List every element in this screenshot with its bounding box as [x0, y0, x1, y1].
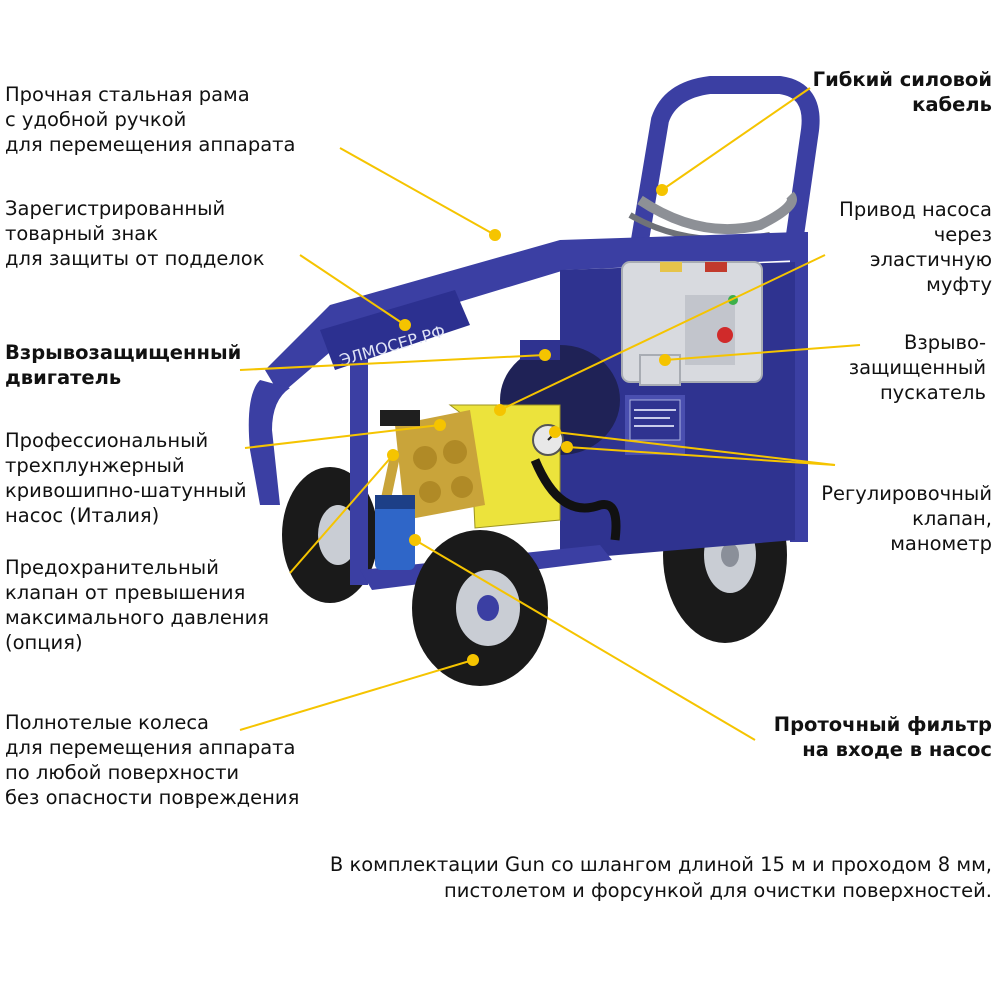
- callout-pump-line: трехплунжерный: [5, 454, 185, 477]
- callout-regulator-line: Регулировочный: [821, 482, 992, 505]
- callout-frame-line: для перемещения аппарата: [5, 133, 296, 156]
- callout-safety-valve-line: клапан от превышения: [5, 581, 246, 604]
- callout-coupling-line: эластичную: [869, 248, 992, 271]
- callout-wheels-line: по любой поверхности: [5, 761, 240, 784]
- callout-regulator-line: клапан,: [912, 507, 992, 530]
- callout-starter-line: защищенный: [848, 356, 986, 379]
- callout-trademark: Зарегистрированный товарный знак для защ…: [5, 196, 265, 271]
- callout-safety-valve: Предохранительный клапан от превышения м…: [5, 555, 269, 655]
- callout-coupling-line: муфту: [926, 273, 992, 296]
- callout-coupling-line: через: [933, 223, 992, 246]
- package-contents-note: В комплектации Gun со шлангом длиной 15 …: [330, 852, 992, 904]
- callout-safety-valve-line: (опция): [5, 631, 83, 654]
- red-stop-button-icon: [717, 327, 733, 343]
- callout-pump-line: насос (Италия): [5, 504, 160, 527]
- info-sticker: [629, 399, 681, 441]
- callout-coupling-line: Привод насоса: [839, 198, 992, 221]
- callout-motor: Взрывозащищенный двигатель: [5, 340, 241, 390]
- triplex-pump: [380, 410, 485, 520]
- callout-pump-line: кривошипно-шатунный: [5, 479, 247, 502]
- starter-box: [621, 261, 763, 386]
- package-contents-line: пистолетом и форсункой для очистки повер…: [444, 879, 992, 902]
- callout-wheels-line: Полнотелые колеса: [5, 711, 209, 734]
- callout-regulator: Регулировочный клапан, манометр: [821, 481, 992, 556]
- inlet-filter: [375, 495, 415, 570]
- callout-lines: [239, 87, 861, 741]
- package-contents-line: В комплектации Gun со шлангом длиной 15 …: [329, 853, 992, 876]
- callout-cable-line: кабель: [912, 93, 992, 116]
- power-cable: [637, 191, 797, 235]
- callout-filter-line: Проточный фильтр: [773, 713, 992, 736]
- callout-frame-line: с удобной ручкой: [5, 108, 187, 131]
- callout-cable-line: Гибкий силовой: [812, 68, 992, 91]
- frame-posts: [248, 380, 290, 505]
- callout-starter: Взрыво- защищенный пускатель: [849, 330, 986, 405]
- callout-frame-line: Прочная стальная рама: [5, 83, 250, 106]
- callout-safety-valve-line: максимального давления: [5, 606, 270, 629]
- hose: [530, 458, 621, 541]
- callout-regulator-line: манометр: [890, 532, 992, 555]
- callout-safety-valve-line: Предохранительный: [5, 556, 219, 579]
- callout-coupling: Привод насоса через эластичную муфту: [839, 197, 992, 297]
- callout-starter-line: пускатель: [879, 381, 986, 404]
- callout-wheels-line: для перемещения аппарата: [5, 736, 296, 759]
- callout-pump: Профессиональный трехплунжерный кривошип…: [5, 428, 247, 528]
- callout-frame: Прочная стальная рама с удобной ручкой д…: [5, 82, 295, 157]
- callout-trademark-line: товарный знак: [5, 222, 158, 245]
- top-frame: [265, 232, 800, 395]
- safety-valve: [380, 449, 402, 501]
- front-left-wheel: [412, 530, 548, 686]
- callout-pump-line: Профессиональный: [5, 429, 209, 452]
- callout-filter-line: на входе в насос: [802, 738, 992, 761]
- callout-wheels: Полнотелые колеса для перемещения аппара…: [5, 710, 299, 810]
- callout-wheels-line: без опасности повреждения: [5, 786, 300, 809]
- handle-frame: [631, 76, 820, 242]
- callout-motor-line: Взрывозащищенный: [5, 341, 242, 364]
- callout-filter: Проточный фильтр на входе в насос: [774, 712, 992, 762]
- callout-cable: Гибкий силовой кабель: [813, 67, 992, 117]
- callout-motor-line: двигатель: [5, 366, 122, 389]
- callout-trademark-line: Зарегистрированный: [5, 197, 226, 220]
- callout-starter-line: Взрыво-: [904, 331, 986, 354]
- callout-trademark-line: для защиты от подделок: [5, 247, 265, 270]
